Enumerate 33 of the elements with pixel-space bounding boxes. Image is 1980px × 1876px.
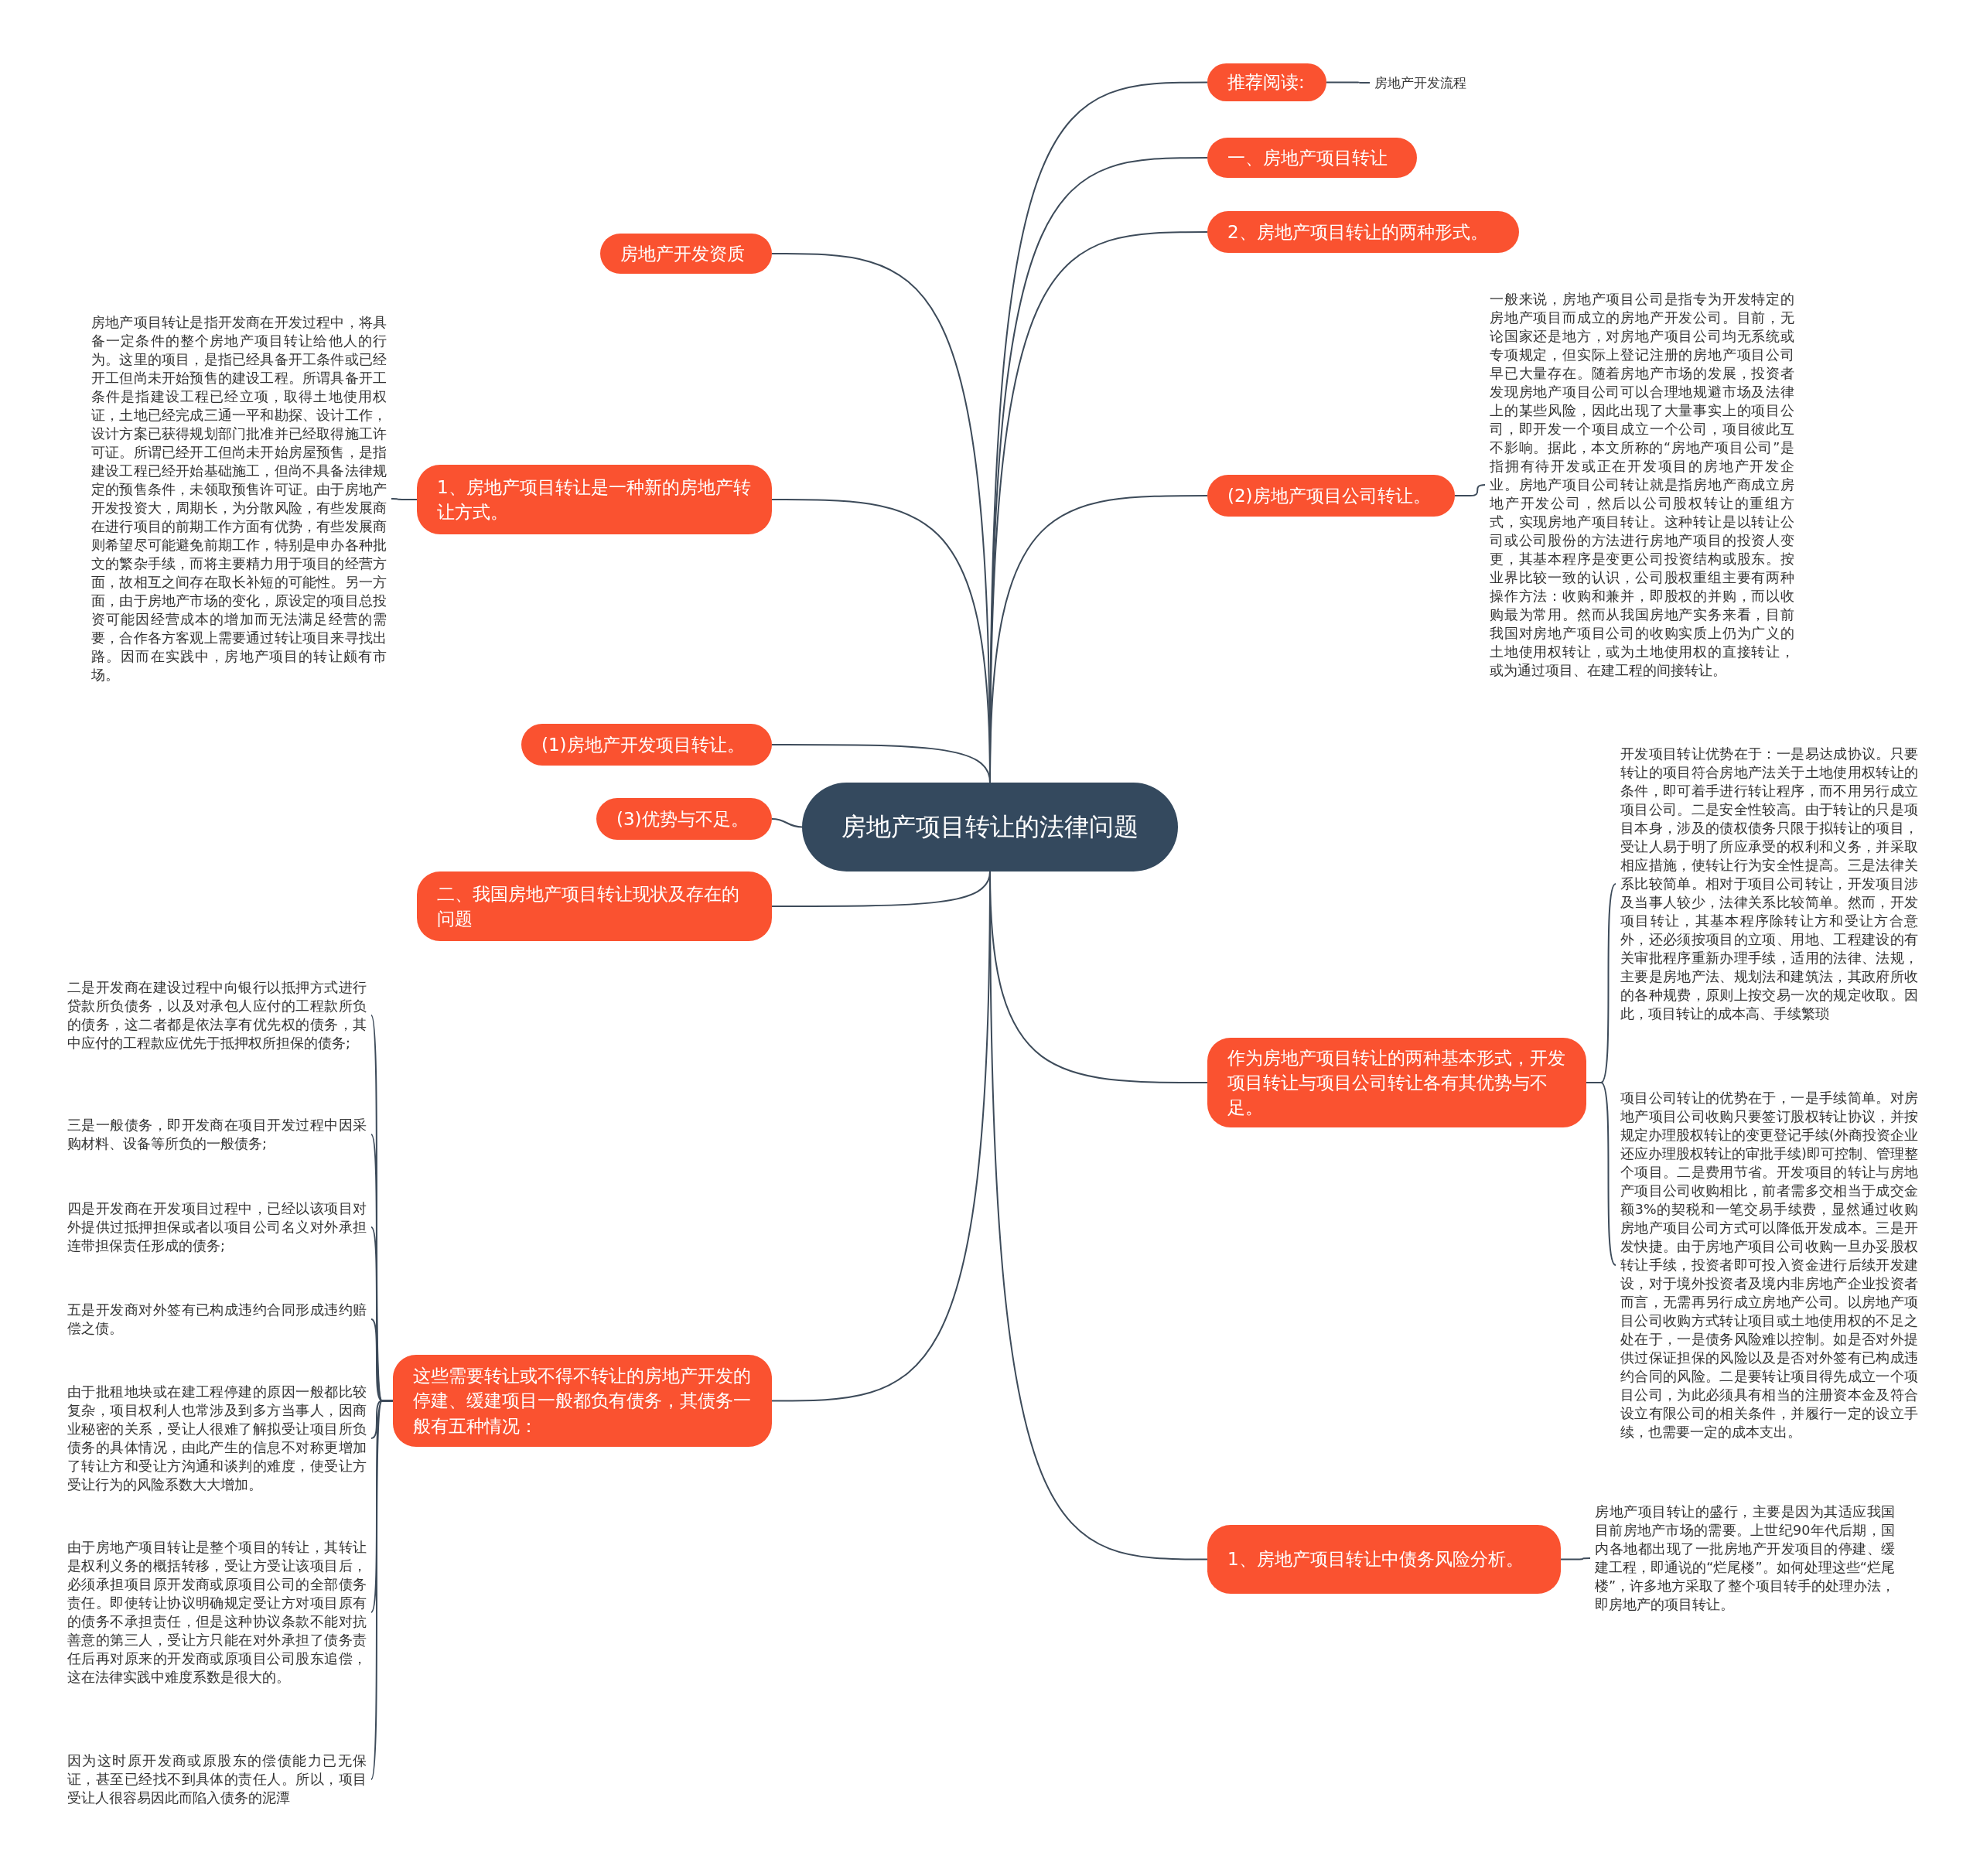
connector-line [771, 744, 991, 783]
topic-box: 二、我国房地产项目转让现状及存在的问题 [417, 871, 772, 941]
topic-box: (1)房地产开发项目转让。 [521, 724, 772, 766]
connector-line [771, 818, 803, 828]
note-text: 一般来说，房地产项目公司是指专为开发特定的房地产项目而成立的房地产开发公司。目前，无论国家还是地方，对房地产项目公司均无系统或专项规定，但实际上登记注册的房地产项目公司早已大量存在。随着房地产市场的发展，投资者发现房地产项目公司可以合理地规避市场及法律上的某些风险，因此出现了大量事实上的项目公司，即开发一个项目成立一个公司，项目彼此互不影响。据此，本文所称的“房地产项目公司”是指拥有待开发或正在开发项目的房地产开发企业。房地产项目公司转让就是指房地产商成立房地产开发公司，然后以公司股权转让的重组方式，实现房地产项目转让。这种转让是以转让公司或公司股份的方法进行房地产项目的投资人变更，其基本程序是变更公司投资结构或股东。按业界比较一致的认识，公司股权重组主要有两种操作方法：收购和兼并，即股权的并购，而以收购最为常用。然而从我国房地产实务来看，目前我国对房地产项目公司的收购实质上仍为广义的土地使用权转让，或为土地使用权的直接转让，或为通过项目、在建工程的间接转让。 [1490, 290, 1794, 680]
topic-box: 房地产开发资质 [600, 234, 772, 274]
connector-line [1560, 1557, 1591, 1560]
note-text: 由于房地产项目转让是整个项目的转让，其转让是权利义务的概括转移，受让方受让该项目后，必须承担项目原开发商或原项目公司的全部债务责任。即使转让协议明确规定受让方对项目原有的债务不承担责任，但是这种协议条款不能对抗善意的第三人，受让方只能在对外承担了债务责任后再对原来的开发商或原项目公司股东追偿，这在法律实践中难度系数是很大的。 [67, 1538, 367, 1687]
note-text: 房地产开发流程 [1374, 73, 1466, 92]
connector-line [1586, 1082, 1616, 1266]
topic-box: (3)优势与不足。 [596, 798, 772, 840]
note-text: 二是开发商在建设过程中向银行以抵押方式进行贷款所负债务，以及对承包人应付的工程款所负的债务，这二者都是依法享有优先权的债务，其中应付的工程款应优先于抵押权所担保的债务; [67, 978, 367, 1052]
connector-line [1454, 484, 1486, 496]
topic-box: 一、房地产项目转让 [1207, 138, 1417, 178]
topic-box: 作为房地产项目转让的两种基本形式，开发项目转让与项目公司转让各有其优势与不足。 [1207, 1038, 1586, 1127]
note-text: 由于批租地块或在建工程停建的原因一般都比较复杂，项目权利人也常涉及到多方当事人，因商业秘密的关系，受让人很难了解拟受让项目所负债务的具体情况，由此产生的信息不对称更增加了转让方和受让方沟通和谈判的难度，使受让方受让行为的风险系数大大增加。 [67, 1383, 367, 1494]
note-text: 开发项目转让优势在于：一是易达成协议。只要转让的项目符合房地产法关于土地使用权转让的条件，即可着手进行转让程序，而不用另行成立项目公司。二是安全性较高。由于转让的只是项目本身，涉及的债权债务只限于拟转让的项目，受让人易于明了所应承受的权利和义务，并采取相应措施，使转让行为安全性提高。三是法律关系比较简单。相对于项目公司转让，开发项目涉及当事人较少，法律关系比较简单。然而，开发项目转让，其基本程序除转让方和受让方合意外，还必须按项目的立项、用地、工程建设的有关审批程序重新办理手续，适用的法律、法规，主要是房地产法、规划法和建筑法，其政府所收的各种规费，原则上按交易一次的规定收取。因此，项目转让的成本高、手续繁琐 [1620, 745, 1918, 1023]
topic-box: (2)房地产项目公司转让。 [1207, 475, 1455, 517]
topic-box: 推荐阅读: [1207, 63, 1326, 101]
note-text: 因为这时原开发商或原股东的偿债能力已无保证，甚至已经找不到具体的责任人。所以，项目受让人很容易因此而陷入债务的泥潭 [67, 1752, 367, 1807]
note-text: 四是开发商在开发项目过程中，已经以该项目对外提供过抵押担保或者以项目公司名义对外承担连带担保责任形成的债务; [67, 1199, 367, 1255]
note-text: 房地产项目转让是指开发商在开发过程中，将具备一定条件的整个房地产项目转让给他人的行为。这里的项目，是指已经具备开工条件或已经开工但尚未开始预售的建设工程。所谓具备开工条件是指建设工程已经立项，取得土地使用权证，土地已经完成三通一平和勘探、设计工作，设计方案已获得规划部门批准并已经取得施工许可证。所谓已经开工但尚未开始房屋预售，是指建设工程已经开始基础施工，但尚不具备法律规定的预售条件，未领取预售许可证。由于房地产开发投资大，周期长，为分散风险，有些发展商在进行项目的前期工作方面有优势，有些发展商则希望尽可能避免前期工作，特别是申办各种批文的繁杂手续，而将主要精力用于项目的经营方面，故相互之间存在取长补短的可能性。另一方面，由于房地产市场的变化，原设定的项目总投资可能因经营成本的增加而无法满足经营的需要，合作各方客观上需要通过转让项目来寻找出路。因而在实践中，房地产项目的转让颇有市场。 [91, 313, 387, 684]
topic-box: 1、房地产项目转让是一种新的房地产转让方式。 [417, 465, 772, 534]
topic-box: 1、房地产项目转让中债务风险分析。 [1207, 1525, 1561, 1594]
topic-box: 这些需要转让或不得不转让的房地产开发的停建、缓建项目一般都负有债务，其债务一般有五种情况： [393, 1355, 772, 1447]
topic-box: 2、房地产项目转让的两种形式。 [1207, 211, 1519, 253]
note-text: 项目公司转让的优势在于，一是手续简单。对房地产项目公司收购只要签订股权转让协议，并按规定办理股权转让的变更登记手续(外商投资企业还应办理股权转让的审批手续)即可控制、管理整个项目。二是费用节省。开发项目的转让与房地产项目公司收购相比，前者需多交相当于成交金额3%的契税和一笔交易手续费，显然通过收购房地产项目公司方式可以降低开发成本。三是开发快捷。由于房地产项目公司收购一旦办妥股权转让手续，投资者即可投入资金进行后续开发建设，对于境外投资者及境内非房地产企业投资者而言，无需再另行成立房地产公司。以房地产项目公司收购方式转让项目或土地使用权的不足之处在于，一是债务风险难以控制。如是否对外提供过保证担保的风险以及是否对外签有已构成违约合同的风险。二是要转让项目得先成立一个项目公司，为此必须具有相当的注册资本金及符合设立有限公司的相关条件，并履行一定的设立手续，也需要一定的成本支出。 [1620, 1089, 1918, 1441]
note-text: 三是一般债务，即开发商在项目开发过程中因采购材料、设备等所负的一般债务; [67, 1116, 367, 1153]
connector-line [391, 498, 418, 500]
note-text: 五是开发商对外签有已构成违约合同形成违约赔偿之债。 [67, 1301, 367, 1338]
note-text: 房地产项目转让的盛行，主要是因为其适应我国目前房地产市场的需要。上世纪90年代后期，国内各地都出现了一批房地产开发项目的停建、缓建工程，即通说的“烂尾楼”。如何处理这些“烂尾楼”，许多地方采取了整个项目转手的处理办法，即房地产的项目转让。 [1595, 1503, 1895, 1614]
connector-line [1326, 81, 1371, 84]
central-topic-box: 房地产项目转让的法律问题 [802, 783, 1178, 871]
